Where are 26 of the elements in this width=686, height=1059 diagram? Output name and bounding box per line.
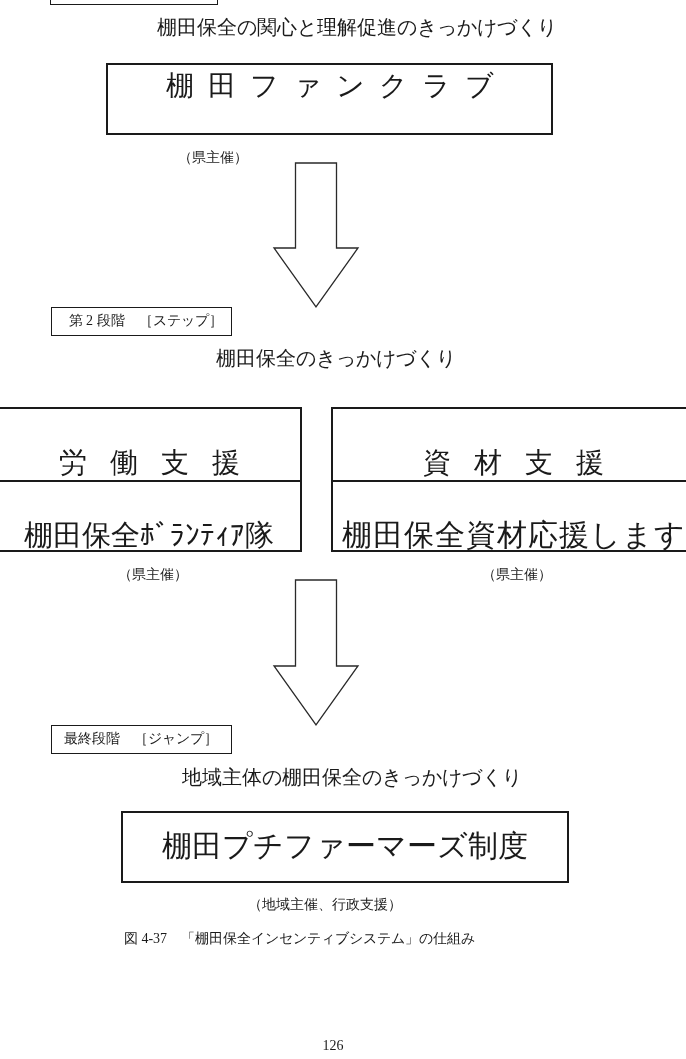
page-number: 126 xyxy=(322,1037,344,1055)
organizer-note: （地域主催、行政支援） xyxy=(248,897,402,913)
stage-label: 第 2 段階 ［ステップ］ xyxy=(68,313,223,330)
stage-goal-text: 棚田保全の関心と理解促進のきっかけづくり xyxy=(157,15,557,39)
organizer-note: （県主催） xyxy=(482,567,552,583)
program-title: 棚田保全ﾎﾞﾗﾝﾃｨｱ隊 xyxy=(24,519,274,553)
program-box xyxy=(106,63,553,135)
stage-label-box xyxy=(50,0,218,5)
block-arrow xyxy=(272,162,360,309)
stage-label-box xyxy=(51,725,232,754)
program-box xyxy=(0,407,302,552)
program-title: 棚田保全資材応援します xyxy=(341,519,686,553)
stage-label-box xyxy=(51,307,232,336)
program-title: 棚田ファンクラブ xyxy=(164,69,508,103)
support-type: 労働支援 xyxy=(57,446,263,480)
stage-label: 最終段階 ［ジャンプ］ xyxy=(64,731,219,748)
program-box xyxy=(121,811,569,883)
organizer-note: （県主催） xyxy=(178,150,248,166)
block-arrow xyxy=(272,579,360,727)
program-title: 棚田プチファーマーズ制度 xyxy=(162,830,528,864)
organizer-note: （県主催） xyxy=(118,567,188,583)
support-type: 資材支援 xyxy=(421,446,627,480)
stage-goal-text: 地域主体の棚田保全のきっかけづくり xyxy=(182,765,522,789)
stage-goal-text: 棚田保全のきっかけづくり xyxy=(216,346,456,370)
program-box xyxy=(331,407,686,552)
figure-caption: 図 4-37 「棚田保全インセンティブシステム」の仕組み xyxy=(123,930,476,948)
